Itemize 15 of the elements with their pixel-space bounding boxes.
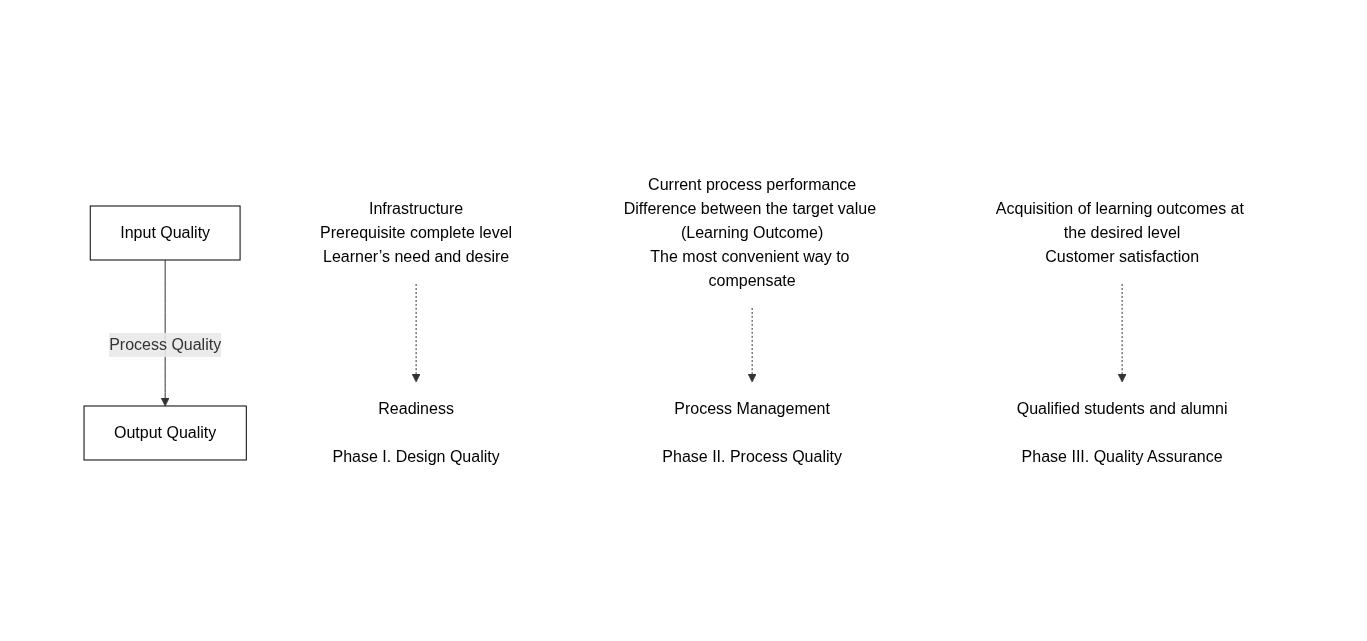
node-text: Infrastructure Prerequisite complete level Learner’s need and desire (320, 199, 513, 265)
node-text: Process Management (674, 399, 831, 417)
arrow (412, 283, 421, 382)
node-text: Current process performance Difference between the target value (Learning Outcome) The most convenient way to compensate (624, 175, 877, 289)
node-box: Input Quality (90, 205, 241, 260)
node-text: Qualified students and alumni (1017, 399, 1228, 417)
arrow (748, 307, 757, 382)
edge-label: Process Quality (109, 335, 222, 353)
node-label: Phase II. Process Quality (662, 447, 843, 465)
node-label: Phase I. Design Quality (332, 447, 501, 465)
node-box: Output Quality (83, 405, 248, 460)
arrow (1118, 283, 1127, 382)
node-text: Acquisition of learning outcomes at the desired level Customer satisfaction (996, 199, 1245, 265)
node-text: Readiness (378, 399, 455, 417)
node-label: Phase III. Quality Assurance (1022, 447, 1224, 465)
